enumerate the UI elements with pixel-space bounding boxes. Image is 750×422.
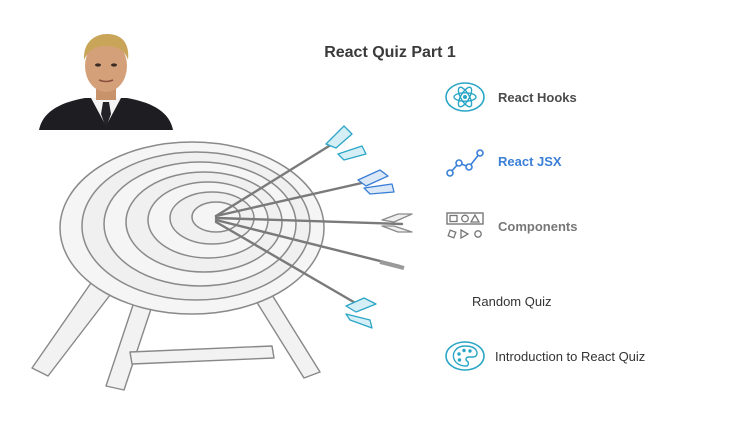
menu-label-react-jsx: React JSX <box>498 153 562 169</box>
palette-icon <box>443 338 487 374</box>
page-title: React Quiz Part 1 <box>324 44 456 61</box>
target-arrows-illustration <box>20 110 440 400</box>
menu-item-introduction[interactable]: Introduction to React Quiz <box>443 338 645 374</box>
shapes-icon <box>443 208 487 244</box>
menu-item-components[interactable]: Components <box>443 208 577 244</box>
menu-label-random-quiz: Random Quiz <box>472 294 552 309</box>
presenter-photo <box>33 26 179 134</box>
target-rings <box>59 141 325 315</box>
menu-item-random-quiz[interactable]: Random Quiz <box>472 294 551 309</box>
menu-label-introduction: Introduction to React Quiz <box>495 348 646 364</box>
menu-label-react-hooks: React Hooks <box>498 89 577 105</box>
menu-item-react-jsx[interactable]: React JSX <box>443 143 562 179</box>
graph-nodes-icon <box>443 143 487 179</box>
atom-icon <box>443 79 487 115</box>
menu-label-components: Components <box>498 218 578 234</box>
menu-item-react-hooks[interactable]: React Hooks <box>443 79 577 115</box>
